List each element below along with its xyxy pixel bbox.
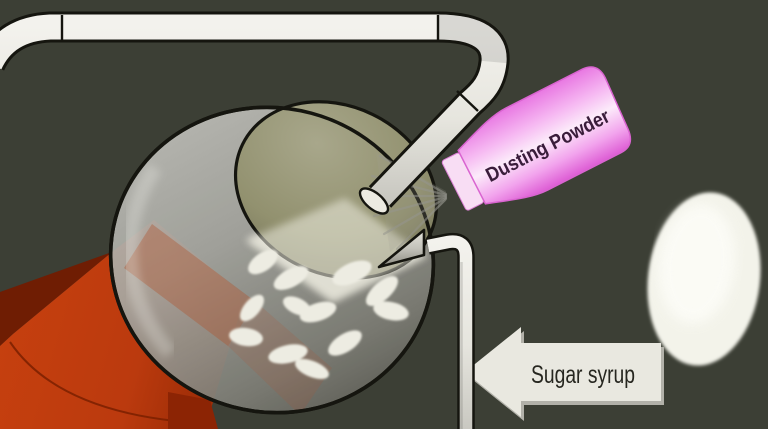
bottle-body <box>457 66 632 205</box>
candy-piece <box>240 294 264 322</box>
candy-piece <box>299 301 337 323</box>
base-seen-through-pan <box>124 224 256 346</box>
pipe-elbow-shade <box>437 14 507 64</box>
candy-piece <box>273 266 309 290</box>
candy-piece <box>248 249 278 275</box>
candy-piece <box>332 260 372 286</box>
tablet-highlight <box>658 204 736 324</box>
spray-line <box>382 196 448 236</box>
syrup-nozzle <box>377 228 475 429</box>
nozzle-cone <box>377 228 426 269</box>
coated-tablet <box>647 192 761 366</box>
coating-pan <box>108 100 439 415</box>
machine-base-shadow-edge <box>168 392 218 429</box>
candy-piece <box>328 330 362 356</box>
pipe-open-end <box>358 187 390 215</box>
supply-pipe <box>0 11 510 215</box>
pipe-joint <box>456 90 479 112</box>
spray-line <box>395 197 448 251</box>
dusting-powder-bottle: Dusting Powder <box>441 66 632 211</box>
candy-piece <box>373 301 409 321</box>
machine-base-side <box>0 252 112 346</box>
pipe-top-fill <box>0 14 507 206</box>
machine-base-floor-arc <box>9 341 177 422</box>
arrow-label: Sugar syrup <box>531 361 635 389</box>
arrow-face <box>465 327 661 417</box>
candy-piece <box>229 327 263 347</box>
sugar-syrup-arrow: Sugar syrup <box>465 327 664 421</box>
pan-side-highlight <box>122 163 176 358</box>
pan-rim-outline <box>108 105 436 415</box>
candy-piece <box>268 344 308 364</box>
nozzle-pipe-fill <box>426 235 473 429</box>
candy-piece <box>365 276 399 306</box>
candy-pieces <box>229 249 409 380</box>
candy-piece <box>295 358 329 380</box>
pan-light-wedge-glow <box>246 198 427 302</box>
